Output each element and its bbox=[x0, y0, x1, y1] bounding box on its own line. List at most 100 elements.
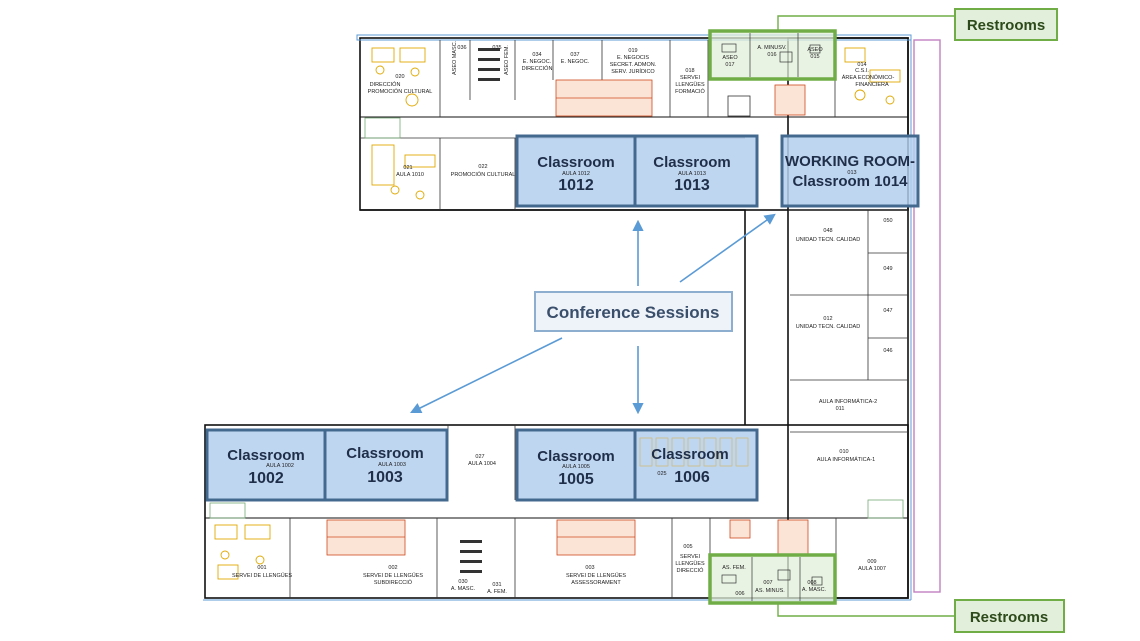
room-label-l018b: LLENGÜES bbox=[675, 81, 705, 88]
classroom-1006-number: 1006 bbox=[674, 469, 710, 486]
room-label-l018a: SERVEI bbox=[680, 75, 701, 81]
room-label-l020a: DIRECCIÓN bbox=[370, 81, 401, 88]
classroom-1003-number: 1003 bbox=[367, 469, 403, 486]
room-label-l003: 003 bbox=[585, 565, 594, 571]
conference-callout-label: Conference Sessions bbox=[547, 303, 720, 322]
room-label-l020: 020 bbox=[395, 74, 404, 80]
room-label-inf2: AULA INFORMÁTICA-2 bbox=[819, 398, 877, 405]
restroom-callout-bottom-label: Restrooms bbox=[970, 609, 1048, 626]
room-label-l047: 047 bbox=[883, 308, 892, 314]
classroom-1014-line1: WORKING ROOM- bbox=[785, 153, 915, 170]
room-label-l014c: FINANCIERA bbox=[855, 82, 889, 88]
room-label-l022a: PROMOCIÓN CULTURAL bbox=[451, 171, 516, 178]
room-label-l027: 027 bbox=[475, 454, 484, 460]
room-label-aula1007: AULA 1007 bbox=[858, 566, 886, 572]
classroom-1003-line1: Classroom bbox=[346, 445, 424, 462]
room-label-l021: 021 bbox=[403, 165, 412, 171]
classroom-1012-sub: AULA 1012 bbox=[562, 171, 590, 177]
classroom-1002-sub: AULA 1002 bbox=[266, 463, 294, 469]
room-label-l014a: C.S.I. bbox=[855, 68, 869, 74]
office-furniture-top bbox=[371, 47, 901, 200]
room-label-l015: 015 bbox=[810, 54, 819, 60]
room-label-serv003a: SERVEI DE LLENGÜES bbox=[566, 572, 626, 579]
room-label-serv002a: SERVEI DE LLENGÜES bbox=[363, 572, 423, 579]
room-label-l020b: PROMOCIÓN CULTURAL bbox=[368, 88, 433, 95]
classroom-1003-sub: AULA 1003 bbox=[378, 462, 406, 468]
room-label-l012: 012 bbox=[823, 316, 832, 322]
room-label-utc2: UNIDAD TECN. CALIDAD bbox=[796, 324, 860, 330]
restroom-bottom-box[interactable] bbox=[708, 553, 837, 605]
room-label-l014: 014 bbox=[857, 62, 866, 68]
room-label-l034: 034 bbox=[532, 52, 541, 58]
room-label-asfem: AS. FEM. bbox=[722, 565, 746, 571]
restroom-top-box[interactable] bbox=[708, 29, 837, 81]
classroom-1013-number: 1013 bbox=[674, 177, 710, 194]
room-label-l030: 030 bbox=[458, 579, 467, 585]
restroom-callout-bottom bbox=[954, 599, 1065, 633]
room-label-l017: 017 bbox=[725, 62, 734, 68]
classroom-1006-line1: Classroom bbox=[651, 446, 729, 463]
classroom-1014-sub: 013 bbox=[847, 170, 856, 176]
classroom-1013-box[interactable] bbox=[633, 134, 759, 208]
room-label-aseo017: ASEO bbox=[722, 55, 738, 61]
room-label-l037a: E. NEGOC. bbox=[561, 59, 590, 65]
classroom-1003-box[interactable] bbox=[323, 428, 449, 502]
room-label-l046: 046 bbox=[883, 348, 892, 354]
restroom-bottom-fixtures bbox=[721, 557, 823, 601]
room-label-l019c: SERV. JURÍDICO bbox=[611, 68, 655, 75]
room-label-serv003b: ASSESSORAMENT bbox=[571, 580, 621, 586]
classroom-1012-box[interactable] bbox=[515, 134, 637, 208]
room-label-l001: 001 bbox=[257, 565, 266, 571]
stairs-top bbox=[555, 79, 806, 117]
room-label-aminus: A. MINUSV. bbox=[757, 45, 787, 51]
room-label-aula1010: AULA 1010 bbox=[396, 172, 424, 178]
room-label-l031: 031 bbox=[492, 582, 501, 588]
room-label-l005a: SERVEI bbox=[680, 554, 701, 560]
room-label-l005c: DIRECCIÓ bbox=[677, 567, 705, 574]
room-label-l002: 002 bbox=[388, 565, 397, 571]
classroom-1014-box[interactable] bbox=[780, 134, 920, 208]
classroom-1006-box[interactable] bbox=[633, 428, 759, 502]
exterior-corridor bbox=[913, 39, 941, 593]
room-label-inf1: AULA INFORMÁTICA-1 bbox=[817, 456, 875, 463]
conference-arrows bbox=[409, 213, 776, 415]
classroom-1014-line2: Classroom 1014 bbox=[792, 173, 908, 190]
room-label-l022: 022 bbox=[478, 164, 487, 170]
room-label-aseo_masc: ASEO MASC. bbox=[452, 40, 458, 75]
room-label-amasc: A. MASC. bbox=[451, 586, 476, 592]
classroom-1006-sub: 025 bbox=[657, 471, 666, 477]
room-label-l019b: SECRET. ADMON. bbox=[610, 62, 657, 68]
room-label-l007: 007 bbox=[763, 580, 772, 586]
classroom-1012-number: 1012 bbox=[558, 177, 594, 194]
toilet-fixtures-top bbox=[478, 48, 500, 81]
classroom-1013-sub: AULA 1013 bbox=[678, 171, 706, 177]
room-label-l014b: ÁREA ECONÓMICO- bbox=[842, 74, 895, 81]
classroom-1002-number: 1002 bbox=[248, 470, 284, 487]
room-label-l010: 010 bbox=[839, 449, 848, 455]
room-label-l049: 049 bbox=[883, 266, 892, 272]
room-label-serv002b: SUBDIRECCIÓ bbox=[374, 579, 413, 586]
classroom-1005-number: 1005 bbox=[558, 471, 594, 488]
seating-grid bbox=[639, 437, 749, 467]
building-walls bbox=[204, 37, 909, 599]
room-label-l006: 006 bbox=[735, 591, 744, 597]
classroom-1012-line1: Classroom bbox=[537, 154, 615, 171]
room-label-l005b: LLENGÜES bbox=[675, 560, 705, 567]
room-label-aseo_fem: ASEO FEM. bbox=[504, 45, 510, 75]
room-label-l019a: E. NEGOCIS bbox=[617, 55, 649, 61]
room-label-afem: A. FEM. bbox=[487, 589, 507, 595]
toilet-fixtures-bottom bbox=[460, 540, 482, 573]
room-label-l019: 019 bbox=[628, 48, 637, 54]
room-label-asminus: AS. MINUS. bbox=[755, 588, 785, 594]
room-label-l011: 011 bbox=[836, 406, 845, 412]
room-label-l034a: E. NEGOC. bbox=[523, 59, 552, 65]
room-label-l008: 008 bbox=[807, 580, 816, 586]
room-label-serv001: SERVEI DE LLENGÜES bbox=[232, 572, 292, 579]
stairs-bottom bbox=[326, 519, 809, 556]
room-label-l050: 050 bbox=[883, 218, 892, 224]
room-labels-tiny: 020 DIRECCIÓN PROMOCIÓN CULTURAL 036 035… bbox=[232, 40, 895, 597]
room-label-amasc2: A. MASC. bbox=[802, 587, 827, 593]
right-wing-rooms bbox=[788, 209, 908, 433]
room-label-l035: 035 bbox=[492, 45, 501, 51]
classroom-1002-box[interactable] bbox=[205, 428, 327, 502]
